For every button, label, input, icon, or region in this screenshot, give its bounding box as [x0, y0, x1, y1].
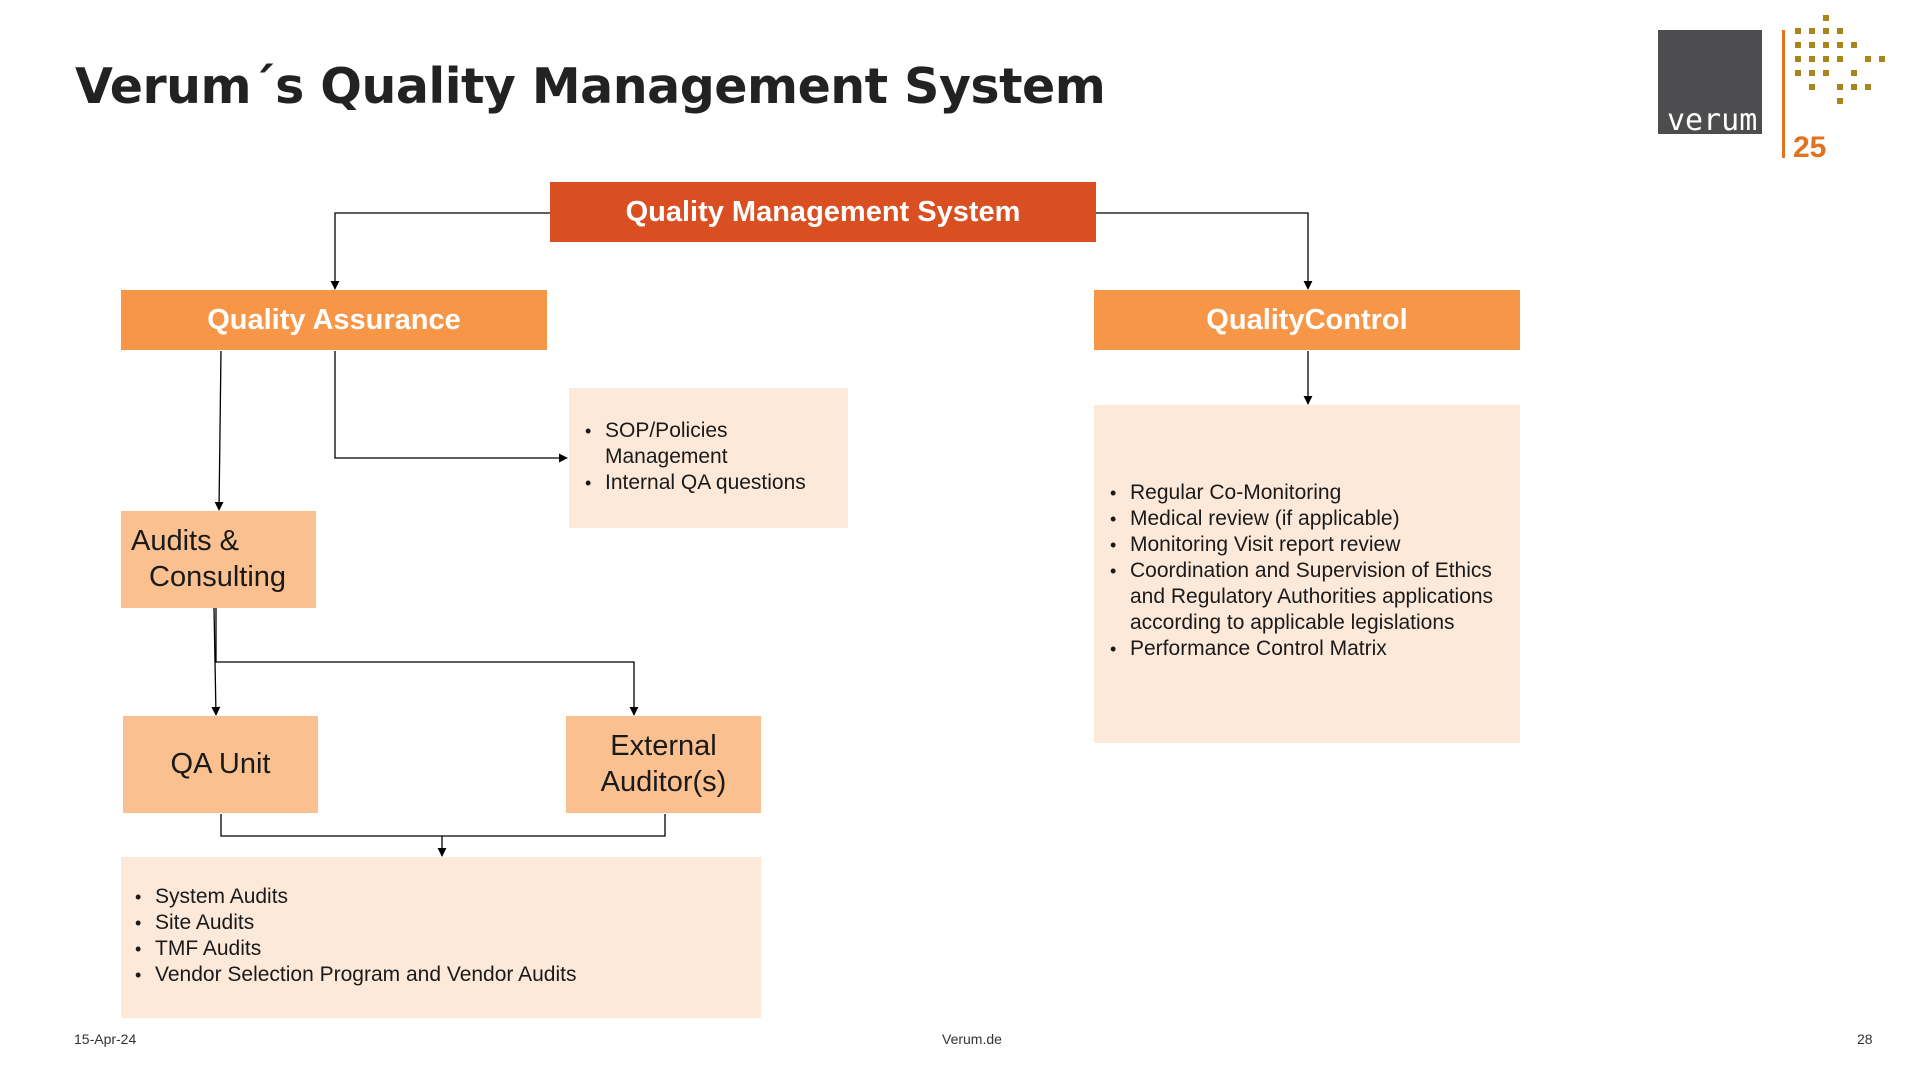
list-item: Performance Control Matrix — [1110, 636, 1510, 662]
connector-audits-to-qaunit — [211, 607, 221, 716]
connector-qa-to-sop — [334, 351, 568, 463]
footer-date: 15-Apr-24 — [74, 1031, 137, 1047]
sop-policies-list-box: SOP/Policies Management Internal QA ques… — [569, 388, 848, 528]
quality-management-system-label: Quality Management System — [625, 195, 1021, 228]
quality-control-label: QualityControl — [1206, 303, 1408, 336]
logo-dot-pattern — [1795, 15, 1885, 104]
connector-qa-to-audits — [214, 350, 224, 511]
list-item: Monitoring Visit report review — [1110, 532, 1510, 558]
quality-management-system-node: Quality Management System — [550, 182, 1096, 242]
list-item: SOP/Policies Management — [585, 418, 838, 470]
list-item: Site Audits — [135, 910, 751, 936]
audits-consulting-line-1: Audits & — [131, 525, 239, 558]
logo-brand-box — [1658, 30, 1762, 134]
connector-qms-to-qc — [1096, 212, 1313, 290]
quality-assurance-node: Quality Assurance — [121, 290, 547, 350]
quality-assurance-label: Quality Assurance — [207, 303, 461, 336]
external-auditors-node: External Auditor(s) — [566, 716, 761, 813]
quality-control-list: Regular Co-Monitoring Medical review (if… — [1110, 480, 1510, 662]
sop-policies-list: SOP/Policies Management Internal QA ques… — [585, 418, 838, 496]
logo-brand-text: verum. — [1667, 103, 1775, 138]
quality-control-list-box: Regular Co-Monitoring Medical review (if… — [1094, 405, 1520, 743]
list-item: Medical review (if applicable) — [1110, 506, 1510, 532]
audit-types-list: System Audits Site Audits TMF Audits Ven… — [135, 884, 751, 988]
logo-divider — [1782, 30, 1785, 158]
verum-logo: verum. 25 — [1658, 15, 1885, 162]
logo-badge-text: 25 — [1793, 131, 1826, 162]
quality-control-node: QualityControl — [1094, 290, 1520, 350]
list-item: Coordination and Supervision of Ethics a… — [1110, 558, 1510, 636]
footer-page-number: 28 — [1857, 1031, 1873, 1047]
external-auditors-line-2: Auditor(s) — [600, 765, 727, 798]
audits-consulting-node: Audits & Consulting — [121, 511, 316, 608]
list-item: Vendor Selection Program and Vendor Audi… — [135, 962, 751, 988]
qa-unit-node: QA Unit — [123, 716, 318, 813]
connector-qms-to-qa — [330, 212, 550, 290]
audit-types-list-box: System Audits Site Audits TMF Audits Ven… — [121, 857, 761, 1018]
list-item: System Audits — [135, 884, 751, 910]
list-item: Internal QA questions — [585, 470, 838, 496]
connector-audits-to-external — [215, 608, 639, 716]
page-title: Verum´s Quality Management System — [75, 58, 1106, 115]
external-auditors-line-1: External — [610, 730, 717, 763]
list-item: TMF Audits — [135, 936, 751, 962]
qa-unit-label: QA Unit — [170, 747, 271, 780]
audits-consulting-line-2: Consulting — [149, 560, 287, 593]
footer-site: Verum.de — [942, 1031, 1002, 1047]
connector-units-merge — [220, 814, 666, 837]
list-item: Regular Co-Monitoring — [1110, 480, 1510, 506]
